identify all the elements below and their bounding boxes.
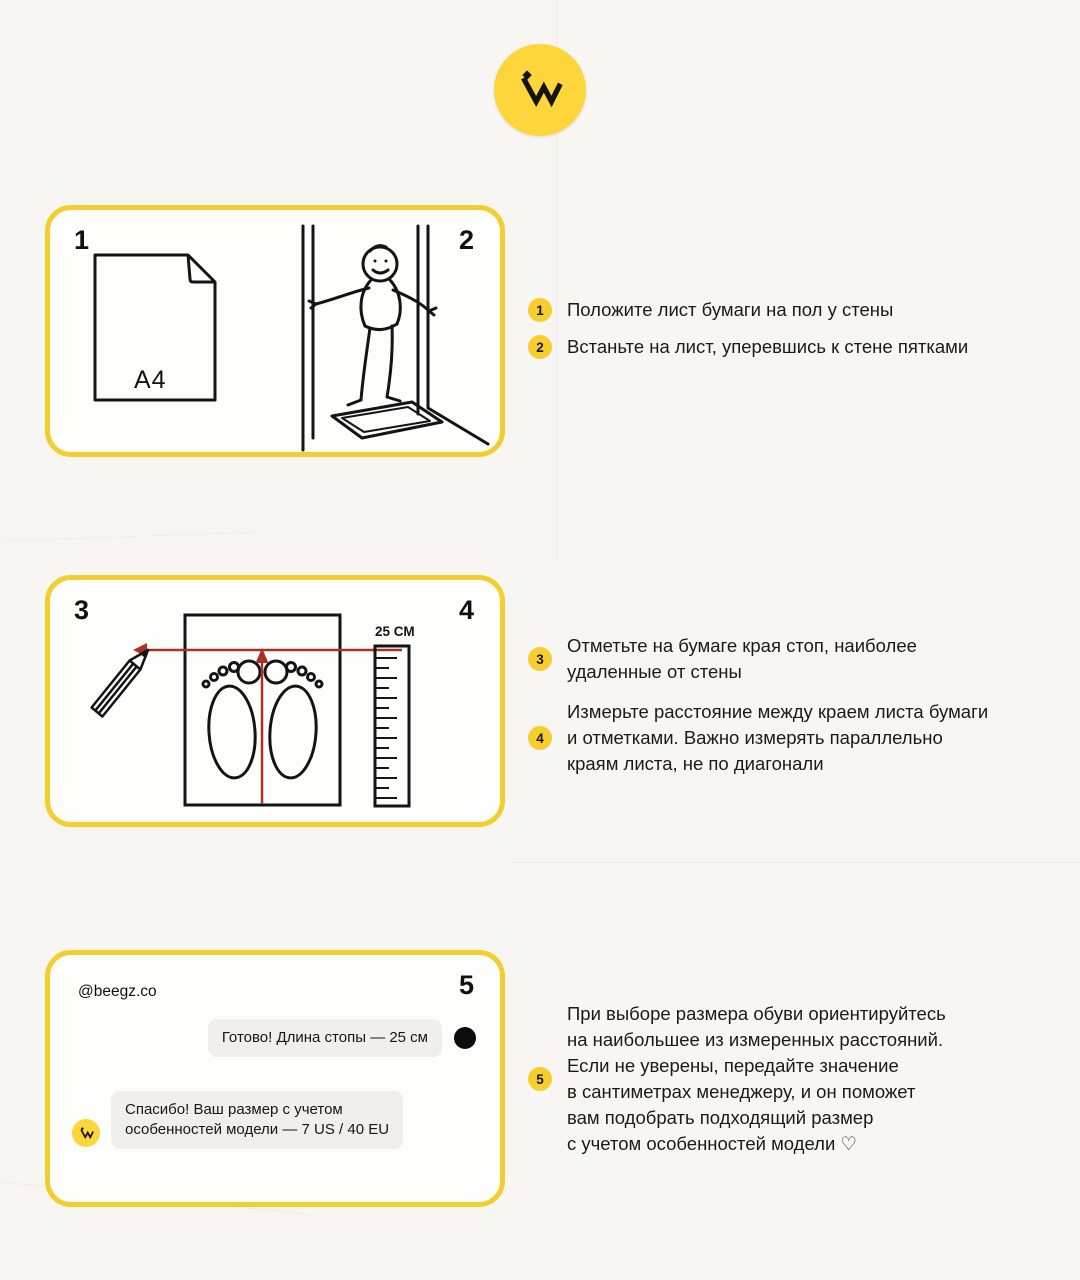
card-steps-1-2: 1 2 A4 [45,205,505,457]
ruler-icon: 25 СМ [373,624,415,808]
user-avatar [454,1027,476,1049]
step-1-text: Положите лист бумаги на пол у стены [567,299,894,320]
brand-avatar [72,1119,100,1147]
chat-message-incoming: Спасибо! Ваш размер с учетом особенносте… [72,1091,404,1149]
step-4-text: Измерьте расстояние между краем листа бу… [567,701,989,774]
card-number-5: 5 [458,970,474,1000]
card-steps-3-4: 3 4 [45,575,505,827]
floor-paper-icon [330,400,444,440]
step-5-text: При выборе размера обуви ориентируйтесь … [567,1003,946,1154]
step-3-number: 3 [528,647,552,671]
foot-measure-illustration: 25 СМ [90,613,415,808]
step-1: 1 Положите лист бумаги на пол у стены [528,297,893,323]
step-5-number: 5 [528,1067,552,1091]
card-step-5-chat: @beegz.co 5 Готово! Длина стопы — 25 см … [45,950,505,1207]
brand-handle: @beegz.co [78,983,157,1000]
paper-and-person-illustration: A4 [93,224,490,452]
card-number-4: 4 [458,595,474,625]
a4-sheet-icon [93,253,217,402]
paper-crease [510,862,1080,863]
beegz-logo-icon [79,1126,94,1139]
card-number-1: 1 [74,225,90,255]
step-5: 5 При выборе размера обуви ориентируйтес… [528,1001,946,1157]
step-1-number: 1 [528,298,552,322]
chat-message-outgoing: Готово! Длина стопы — 25 см [207,1019,476,1057]
brand-logo-badge [494,44,586,136]
incoming-bubble: Спасибо! Ваш размер с учетом особенносте… [111,1091,404,1149]
ruler-label: 25 СМ [375,624,415,639]
step-3-text: Отметьте на бумаге края стоп, наиболее у… [567,635,917,682]
step-2-number: 2 [528,335,552,359]
card-number-3: 3 [74,595,90,625]
card-number-2: 2 [458,225,474,255]
feet-illustration [201,659,324,780]
pencil-icon [90,648,150,718]
paper-crease [0,531,260,542]
a4-label: A4 [134,366,167,394]
step-2-text: Встаньте на лист, уперевшись к стене пят… [567,336,969,357]
step-4: 4 Измерьте расстояние между краем листа … [528,699,988,777]
step-2: 2 Встаньте на лист, уперевшись к стене п… [528,334,968,360]
step-3: 3 Отметьте на бумаге края стоп, наиболее… [528,633,917,685]
measure-paper-icon [183,613,342,807]
outgoing-bubble: Готово! Длина стопы — 25 см [207,1019,442,1057]
step-4-number: 4 [528,726,552,750]
beegz-logo-icon [521,70,563,108]
person-illustration [307,244,438,407]
doorway-icon [301,224,490,452]
